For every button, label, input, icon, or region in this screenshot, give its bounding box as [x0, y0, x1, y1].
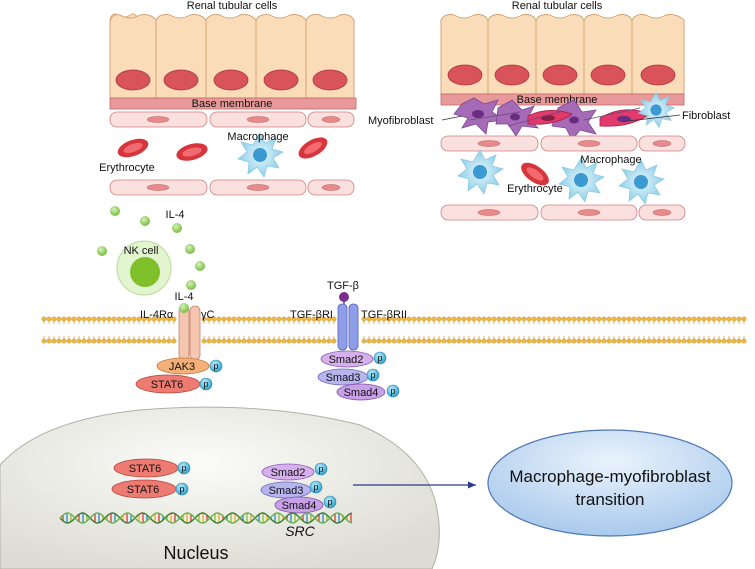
outcome-line2: transition — [576, 490, 645, 509]
left-erythrocyte-label: Erythrocyte — [99, 162, 155, 174]
stat6-nuclear-a-p: p — [181, 463, 186, 473]
il4-top-label: IL-4 — [166, 209, 185, 221]
outcome-ellipse — [487, 429, 733, 537]
right-base-membrane — [440, 93, 685, 106]
stat6-nuclear-a-label: STAT6 — [129, 463, 162, 475]
smad-complex-membrane — [317, 350, 400, 401]
jak3-protein — [156, 357, 223, 375]
smad3-membrane-label: Smad3 — [326, 372, 361, 384]
left-base-membrane-label: Base membrane — [192, 98, 273, 110]
il4-bound-label: IL-4 — [175, 291, 194, 303]
smad4-nuclear-label: Smad4 — [282, 500, 317, 512]
cell-membrane — [41, 316, 747, 344]
il4-cytokines — [97, 206, 205, 290]
left-vessel-bottom — [109, 179, 355, 196]
transition-arrow — [353, 481, 476, 489]
jak3-p: p — [213, 361, 218, 371]
smad2-membrane-label: Smad2 — [329, 354, 364, 366]
stat6-nuclear-b-p: p — [179, 484, 184, 494]
stat6-membrane — [135, 374, 213, 394]
myofibroblast-cells — [453, 97, 597, 141]
right-tubular-cells — [440, 14, 685, 95]
smad2-membrane-p: p — [377, 353, 382, 363]
smad4-nuclear-p: p — [327, 497, 332, 507]
left-title: Renal tubular cells — [187, 0, 278, 12]
dna-helix — [59, 512, 353, 524]
left-vessel-top — [109, 111, 355, 128]
outcome-line1: Macrophage-myofibroblast — [509, 467, 711, 486]
tgf-beta-label: TGF-β — [327, 280, 359, 292]
left-panel: Renal tubular cells Base membrane — [99, 0, 357, 196]
right-title: Renal tubular cells — [512, 0, 603, 12]
nk-cell-label: NK cell — [124, 245, 159, 257]
gamma-c-label: γC — [201, 309, 215, 321]
right-erythrocyte-label: Erythrocyte — [507, 183, 563, 195]
right-vessel-top — [440, 135, 686, 152]
tgf-receptor — [337, 292, 359, 351]
il4-receptor — [178, 303, 201, 361]
stat6-nuclear — [111, 458, 191, 499]
il4ra-label: IL-4Rα — [140, 309, 174, 321]
stat6-nuclear-b-label: STAT6 — [127, 484, 160, 496]
nucleus-label: Nucleus — [163, 543, 228, 563]
smad2-nuclear-p: p — [318, 464, 323, 474]
left-base-membrane — [109, 97, 357, 110]
smad4-membrane-label: Smad4 — [344, 387, 379, 399]
tgf-r1-label: TGF-βRI — [290, 309, 333, 321]
fibroblast-label: Fibroblast — [682, 110, 730, 122]
nucleus — [0, 406, 440, 569]
right-vessel-bottom — [440, 204, 686, 221]
tgf-r2-label: TGF-βRII — [361, 309, 407, 321]
right-panel: Renal tubular cells Base membrane — [368, 0, 730, 221]
right-macrophage-label: Macrophage — [580, 154, 641, 166]
smad3-membrane-p: p — [370, 370, 375, 380]
stat6-membrane-p: p — [203, 379, 208, 389]
smad-complex-nuclear — [260, 462, 337, 514]
src-gene-label: SRC — [285, 523, 315, 539]
smad4-membrane-p: p — [390, 386, 395, 396]
jak3-label: JAK3 — [169, 361, 195, 373]
smad2-nuclear-label: Smad2 — [271, 467, 306, 479]
left-tubular-cells — [109, 13, 355, 99]
left-macrophage-label: Macrophage — [227, 131, 288, 143]
myofibroblast-label: Myofibroblast — [368, 115, 433, 127]
stat6-membrane-label: STAT6 — [151, 379, 184, 391]
smad3-nuclear-p: p — [313, 482, 318, 492]
left-erythrocytes — [115, 133, 331, 164]
smad3-nuclear-label: Smad3 — [269, 485, 304, 497]
fibroblast-cells — [469, 107, 651, 127]
right-base-membrane-label: Base membrane — [517, 94, 598, 106]
nk-cell — [116, 240, 172, 296]
